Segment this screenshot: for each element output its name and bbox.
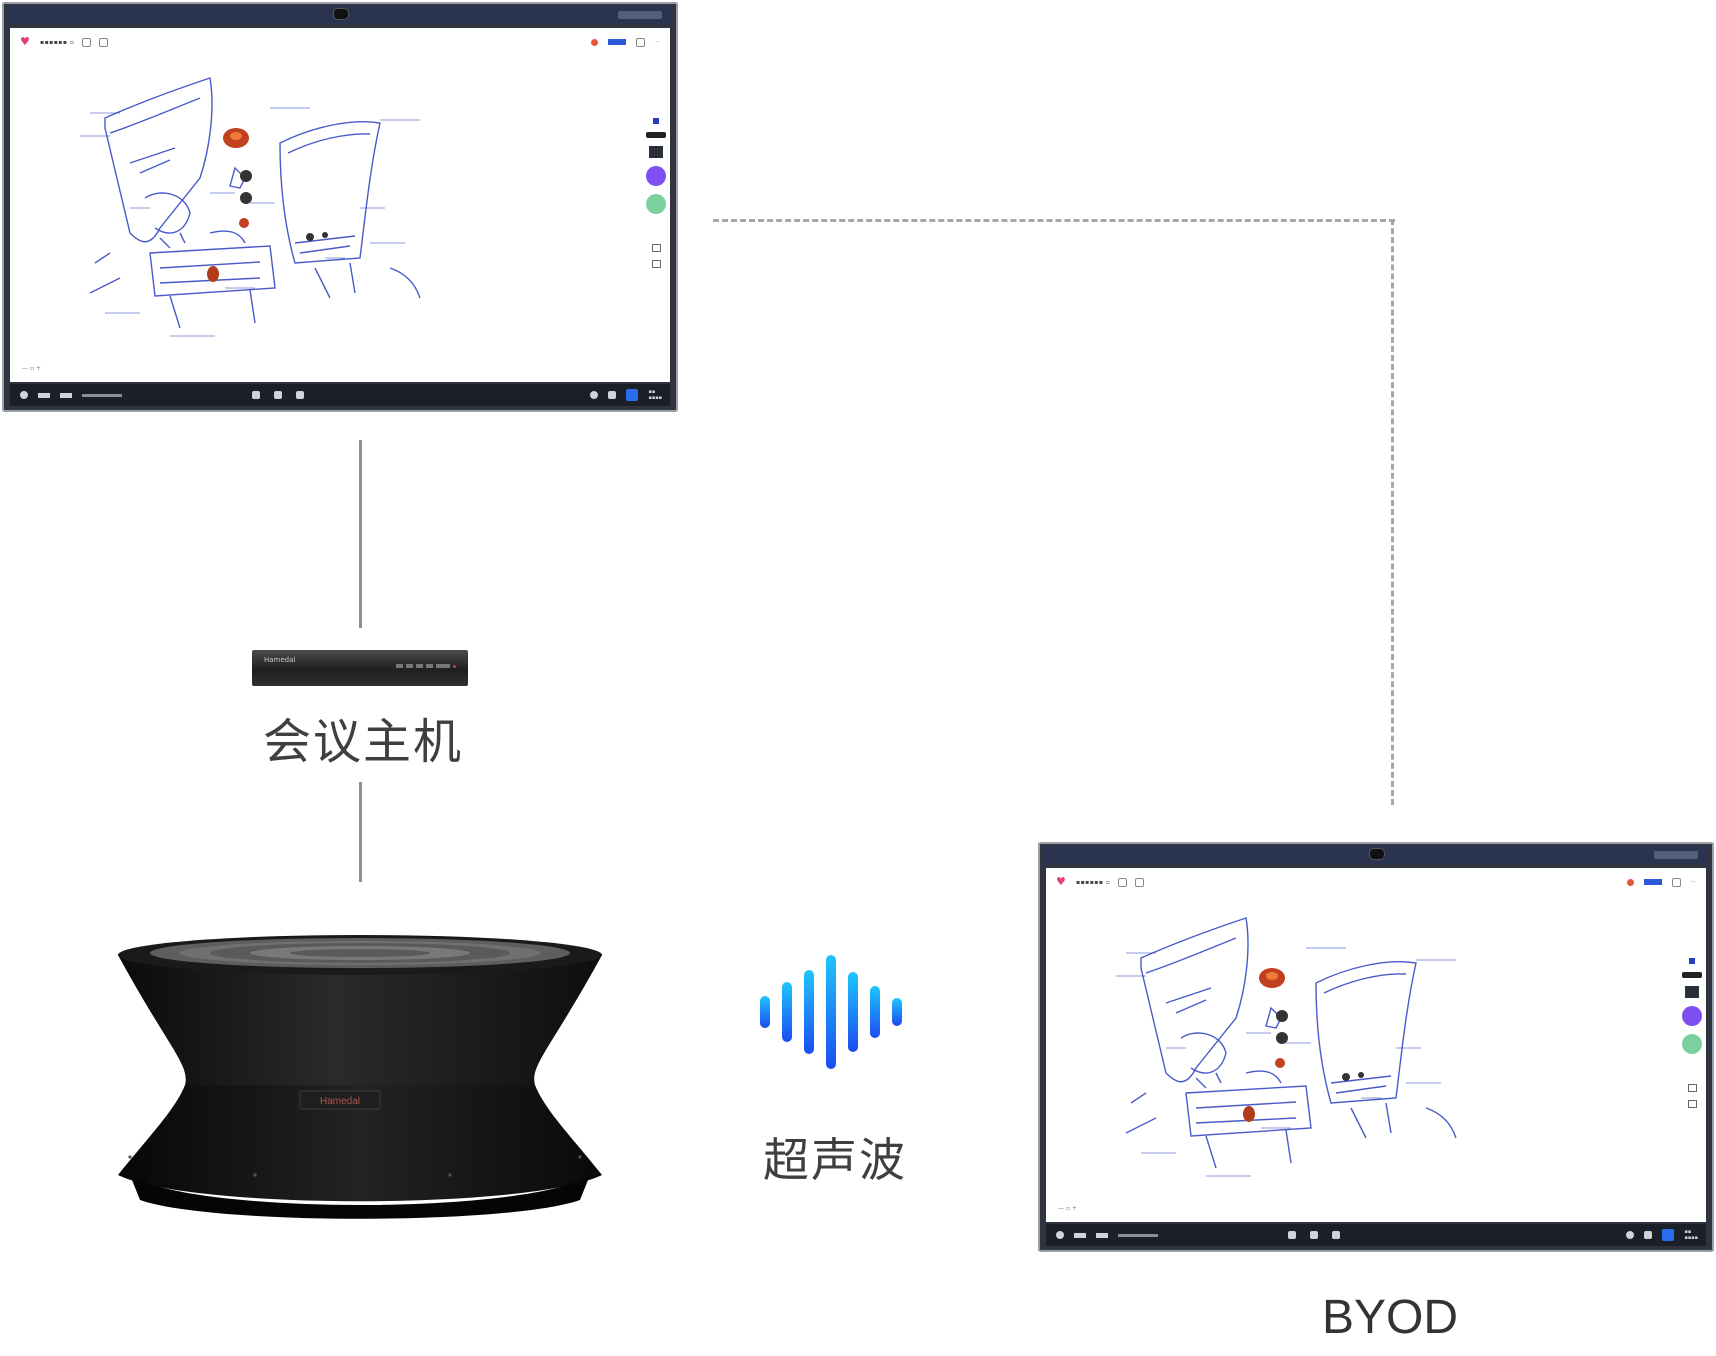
page-icon [1687,1084,1697,1092]
byod-label: BYOD [1321,1291,1459,1344]
whiteboard-title: ▪▪▪▪▪▪ ▫ [40,38,75,46]
clock: ▪▪▪▪▪▪ [648,389,662,401]
app-logo-icon: ♥ [20,35,30,48]
connector-display-to-host [359,440,362,628]
display-byod: ♥ ▪▪▪▪▪▪ ▫ ·· [1038,842,1714,1252]
network-icon [82,393,122,397]
home-icon [274,391,282,399]
zoom-control: — ▫ + [1058,1205,1077,1212]
pen-icon [1644,1231,1653,1239]
files-icon [1332,1231,1340,1239]
display-top-bezel [8,6,672,24]
share-button [608,39,627,45]
speakerphone-image: Hamedal [118,935,602,1219]
network-icon [1118,1233,1158,1237]
settings-icon [1056,1231,1064,1239]
calendar-icon [99,37,109,47]
whiteboard-toolbar: ♥ ▪▪▪▪▪▪ ▫ ·· [1056,874,1696,890]
sketch-drawing [1116,917,1457,1177]
whiteboard-title: ▪▪▪▪▪▪ ▫ [1076,878,1111,886]
connector-dashed-horizontal [713,219,1395,222]
clock: ▪▪▪▪▪▪ [1684,1229,1698,1241]
display-taskbar: ▪▪▪▪▪▪ [1046,1224,1706,1246]
app-logo-icon: ♥ [1056,875,1066,888]
whiteboard-screen: ♥ ▪▪▪▪▪▪ ▫ ·· [1046,868,1706,1222]
host-label: 会议主机 [262,714,463,770]
record-icon [591,38,599,46]
camera-icon [1369,848,1385,860]
apps-icon [1288,1231,1296,1239]
apps-icon [252,391,260,399]
connector-dashed-vertical [1391,219,1394,805]
whiteboard-app-icon [626,389,639,401]
zoom-control: — ▫ + [22,365,41,372]
camera-icon [333,8,349,20]
eraser-icon [1685,986,1699,998]
sketch-drawing [80,77,421,337]
ultrasonic-wave-icon [760,955,902,1069]
whiteboard-app-icon [1662,1229,1675,1241]
speaker-brand-logo: Hamedal [320,1096,360,1107]
eraser-icon [649,146,663,158]
pen-marker-icon [653,118,659,124]
status-chip [1654,851,1698,859]
color-purple-swatch [1682,1006,1702,1026]
more-icon: ·· [1691,878,1696,886]
whiteboard-screen: ♥ ▪▪▪▪▪▪ ▫ ·· [10,28,670,382]
keyboard-icon [60,392,72,398]
upload-icon [1687,1100,1697,1108]
calendar-icon [1135,877,1145,887]
color-purple-swatch [646,166,666,186]
meeting-host-image: Hamedal [252,650,468,686]
pen-icon [608,391,617,399]
upload-icon [651,260,661,268]
back-icon [38,392,50,398]
settings-icon [590,391,599,399]
color-green-swatch [646,194,666,214]
window-icon [636,37,646,47]
status-chip [618,11,662,19]
share-button [1644,879,1663,885]
connector-host-to-speaker [359,782,362,882]
home-icon [1118,877,1128,887]
keyboard-icon [1096,1232,1108,1238]
color-green-swatch [1682,1034,1702,1054]
home-icon [1310,1231,1318,1239]
pen-marker-icon [1689,958,1695,964]
pen-icon [646,132,666,138]
display-main: ♥ ▪▪▪▪▪▪ ▫ ·· [2,2,678,412]
page-icon [651,244,661,252]
record-icon [1627,878,1635,886]
ultrasonic-label: 超声波 [763,1133,907,1187]
pen-toolbar [1680,958,1704,1108]
host-brand-logo: Hamedal [264,656,296,664]
host-ports [396,664,456,668]
display-top-bezel [1044,846,1708,864]
back-icon [1074,1232,1086,1238]
pen-toolbar [644,118,668,268]
files-icon [296,391,304,399]
window-icon [1672,877,1682,887]
more-icon: ·· [655,38,660,46]
whiteboard-toolbar: ♥ ▪▪▪▪▪▪ ▫ ·· [20,34,660,50]
pen-icon [1682,972,1702,978]
settings-icon [20,391,28,399]
home-icon [82,37,92,47]
settings-icon [1626,1231,1635,1239]
display-taskbar: ▪▪▪▪▪▪ [10,384,670,406]
